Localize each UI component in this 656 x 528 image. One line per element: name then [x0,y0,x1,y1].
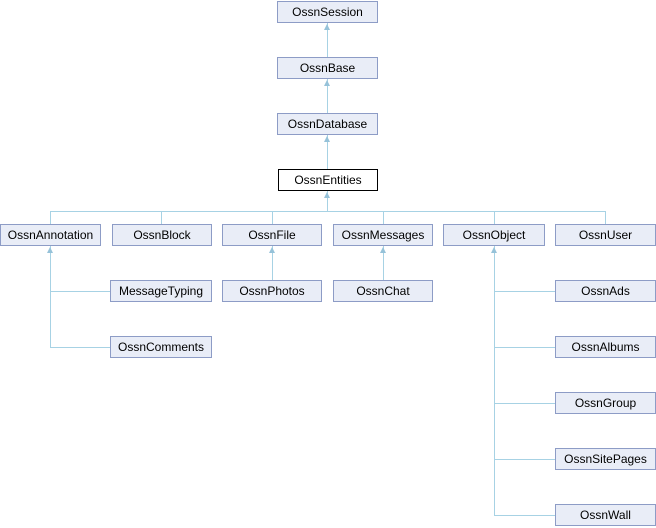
edge-stub-user [605,211,606,224]
class-node-ossnuser[interactable]: OssnUser [555,224,656,246]
class-node-ossndatabase[interactable]: OssnDatabase [277,113,378,135]
arrowhead-up-icon [380,247,386,253]
arrowhead-up-icon [491,247,497,253]
edge-stub-messages [383,211,384,224]
edge-object-trunk [494,246,495,515]
class-node-ossnsitepages[interactable]: OssnSitePages [555,448,656,470]
class-node-ossnentities: OssnEntities [278,169,378,191]
edge-chat-to-messages [383,246,384,280]
edge-albums-branch [494,347,555,348]
arrowhead-up-icon [324,192,330,198]
edge-base-to-session [327,23,328,57]
class-node-ossngroup[interactable]: OssnGroup [555,392,656,414]
edge-children-to-entities [327,191,328,211]
edge-stub-block [161,211,162,224]
class-node-ossnobject[interactable]: OssnObject [443,224,545,246]
class-node-ossnannotation[interactable]: OssnAnnotation [0,224,101,246]
class-node-ossnads[interactable]: OssnAds [555,280,656,302]
edge-photos-to-file [272,246,273,280]
class-node-messagetyping[interactable]: MessageTyping [110,280,212,302]
arrowhead-up-icon [47,247,53,253]
class-node-ossnbase[interactable]: OssnBase [277,57,378,79]
edge-annotation-trunk [50,246,51,347]
edge-group-branch [494,403,555,404]
arrowhead-up-icon [324,136,330,142]
class-node-ossnwall[interactable]: OssnWall [555,504,656,526]
edge-wall-branch [494,515,555,516]
class-node-ossnblock[interactable]: OssnBlock [112,224,212,246]
edge-comments-branch [50,347,110,348]
class-node-ossnphotos[interactable]: OssnPhotos [222,280,322,302]
edge-stub-annotation [50,211,51,224]
edge-children-bus [50,211,606,212]
edge-stub-file [272,211,273,224]
edge-database-to-base [327,79,328,113]
arrowhead-up-icon [324,80,330,86]
edge-ads-branch [494,291,555,292]
arrowhead-up-icon [269,247,275,253]
class-node-ossnfile[interactable]: OssnFile [222,224,322,246]
class-node-ossnmessages[interactable]: OssnMessages [333,224,433,246]
edge-messagetyping-branch [50,291,110,292]
class-node-ossnchat[interactable]: OssnChat [333,280,433,302]
class-node-ossnalbums[interactable]: OssnAlbums [555,336,656,358]
edge-sitepages-branch [494,459,555,460]
edge-stub-object [494,211,495,224]
class-node-ossnsession[interactable]: OssnSession [277,1,378,23]
class-node-ossncomments[interactable]: OssnComments [110,336,212,358]
edge-entities-to-database [327,135,328,169]
arrowhead-up-icon [324,24,330,30]
